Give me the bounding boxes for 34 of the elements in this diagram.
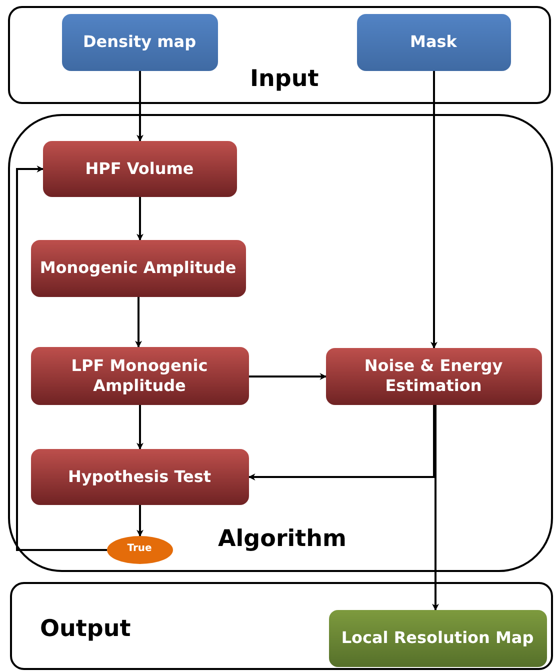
box-label: Hypothesis Test (68, 466, 212, 486)
arrow (135, 297, 142, 348)
arrow (432, 405, 439, 611)
process-box (30, 346, 248, 404)
process-box (30, 448, 248, 504)
group-panel (10, 582, 553, 670)
panel-heading: Output (40, 616, 131, 642)
arrow (136, 505, 144, 537)
box-label: Noise & Energy Estimation (363, 356, 504, 396)
arrow (136, 71, 144, 142)
box-label: LPF Monogenic Amplitude (70, 356, 209, 396)
box-label: Density map (82, 32, 196, 52)
box-label: Local Resolution Map (341, 628, 534, 648)
group-panel (8, 6, 551, 104)
panel-heading: Input (250, 66, 319, 92)
group-panel (8, 114, 553, 572)
arrow (16, 166, 107, 551)
process-box (326, 348, 542, 404)
input-box (356, 14, 510, 70)
arrow (136, 405, 144, 450)
output-box (328, 610, 546, 666)
arrow (430, 71, 438, 349)
process-box (30, 240, 246, 296)
box-label: Mask (410, 32, 457, 52)
box-label: True (127, 543, 152, 556)
decision-oval (106, 536, 172, 564)
process-box (42, 140, 236, 196)
box-label: Monogenic Amplitude (40, 258, 236, 278)
panel-heading: Algorithm (218, 526, 347, 552)
box-label: HPF Volume (85, 158, 194, 178)
arrow (248, 405, 435, 480)
arrow (136, 197, 144, 241)
input-box (62, 14, 218, 70)
arrow (249, 373, 327, 380)
